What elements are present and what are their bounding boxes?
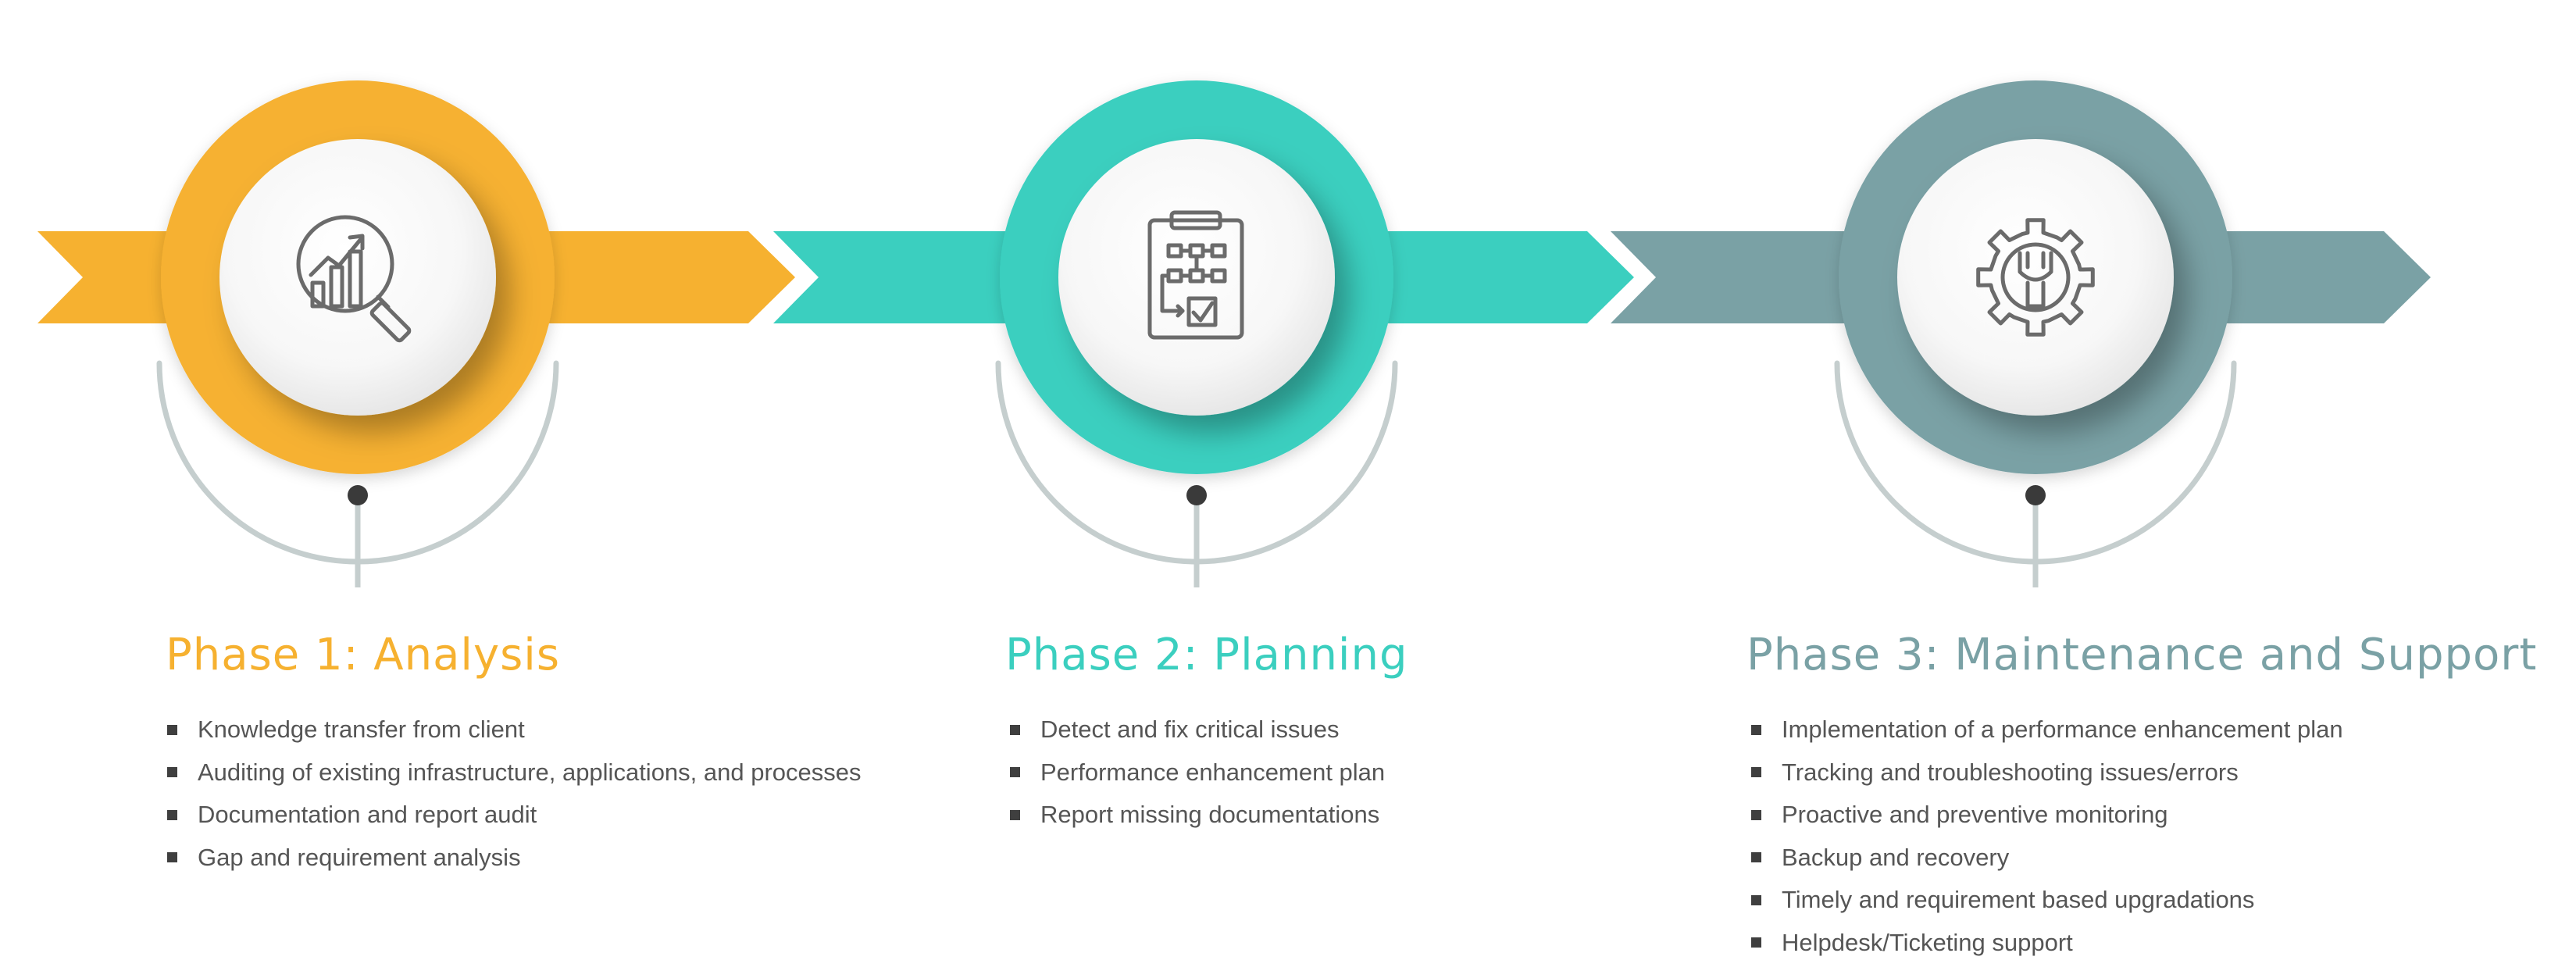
list-item-text: Knowledge transfer from client [198,716,525,743]
phase-3-list: Implementation of a performance enhancem… [1750,709,2537,964]
list-item-text: Tracking and troubleshooting issues/erro… [1782,758,2239,786]
list-item: Gap and requirement analysis [166,837,862,880]
phase-1-connector-dot [348,485,368,505]
phase-2-list: Detect and fix critical issues Performan… [1008,709,1408,837]
phase-3-text: Phase 3: Maintenance and Support Impleme… [1746,630,2537,964]
phase-1-icon-disc [219,139,496,416]
list-item-text: Performance enhancement plan [1040,758,1386,786]
list-item-text: Timely and requirement based upgradation… [1782,886,2255,913]
list-item-text: Report missing documentations [1040,801,1380,828]
list-item-text: Documentation and report audit [198,801,537,828]
phase-2-text: Phase 2: Planning Detect and fix critica… [1005,630,1408,837]
phase-3-connector-dot [2025,485,2046,505]
list-item-text: Backup and recovery [1782,843,2010,871]
square-bullet-icon [1751,809,1761,820]
phase-3-node [1834,80,2237,587]
gear-wrench-icon [1976,218,2095,337]
phase-2-node [995,80,1398,587]
square-bullet-icon [1751,852,1761,863]
clipboard-flowchart-icon [1147,210,1244,340]
list-item-text: Proactive and preventive monitoring [1782,801,2168,828]
square-bullet-icon [167,724,177,735]
square-bullet-icon [1010,724,1020,735]
phase-1-node [156,80,559,587]
phase-2-icon-disc [1058,139,1335,416]
phase-3-title: Phase 3: Maintenance and Support [1746,630,2538,680]
square-bullet-icon [1010,809,1020,820]
list-item: Auditing of existing infrastructure, app… [166,751,862,794]
square-bullet-icon [167,767,177,778]
list-item: Detect and fix critical issues [1008,709,1408,751]
phase-1-title: Phase 1: Analysis [166,630,561,680]
list-item: Performance enhancement plan [1008,751,1408,794]
list-item-text: Detect and fix critical issues [1040,716,1340,743]
list-item: Helpdesk/Ticketing support [1750,922,2537,965]
magnifier-chart-icon [296,215,412,343]
square-bullet-icon [1751,767,1761,778]
list-item: Proactive and preventive monitoring [1750,794,2537,837]
square-bullet-icon [1751,724,1761,735]
list-item: Report missing documentations [1008,794,1408,837]
list-item: Knowledge transfer from client [166,709,862,751]
square-bullet-icon [1751,937,1761,948]
square-bullet-icon [167,809,177,820]
list-item: Implementation of a performance enhancem… [1750,709,2537,751]
list-item-text: Auditing of existing infrastructure, app… [198,758,862,786]
square-bullet-icon [1010,767,1020,778]
phase-2-connector-dot [1186,485,1207,505]
phase-2-title: Phase 2: Planning [1005,630,1408,680]
list-item-text: Helpdesk/Ticketing support [1782,928,2073,956]
list-item-text: Implementation of a performance enhancem… [1782,716,2343,743]
list-item: Tracking and troubleshooting issues/erro… [1750,751,2537,794]
list-item-text: Gap and requirement analysis [198,843,521,871]
list-item: Backup and recovery [1750,837,2537,880]
square-bullet-icon [167,852,177,863]
phase-3-icon-disc [1897,139,2174,416]
phase-1-list: Knowledge transfer from client Auditing … [166,709,862,879]
list-item: Timely and requirement based upgradation… [1750,879,2537,922]
square-bullet-icon [1751,894,1761,905]
list-item: Documentation and report audit [166,794,862,837]
phase-1-text: Phase 1: Analysis Knowledge transfer fro… [166,630,862,879]
